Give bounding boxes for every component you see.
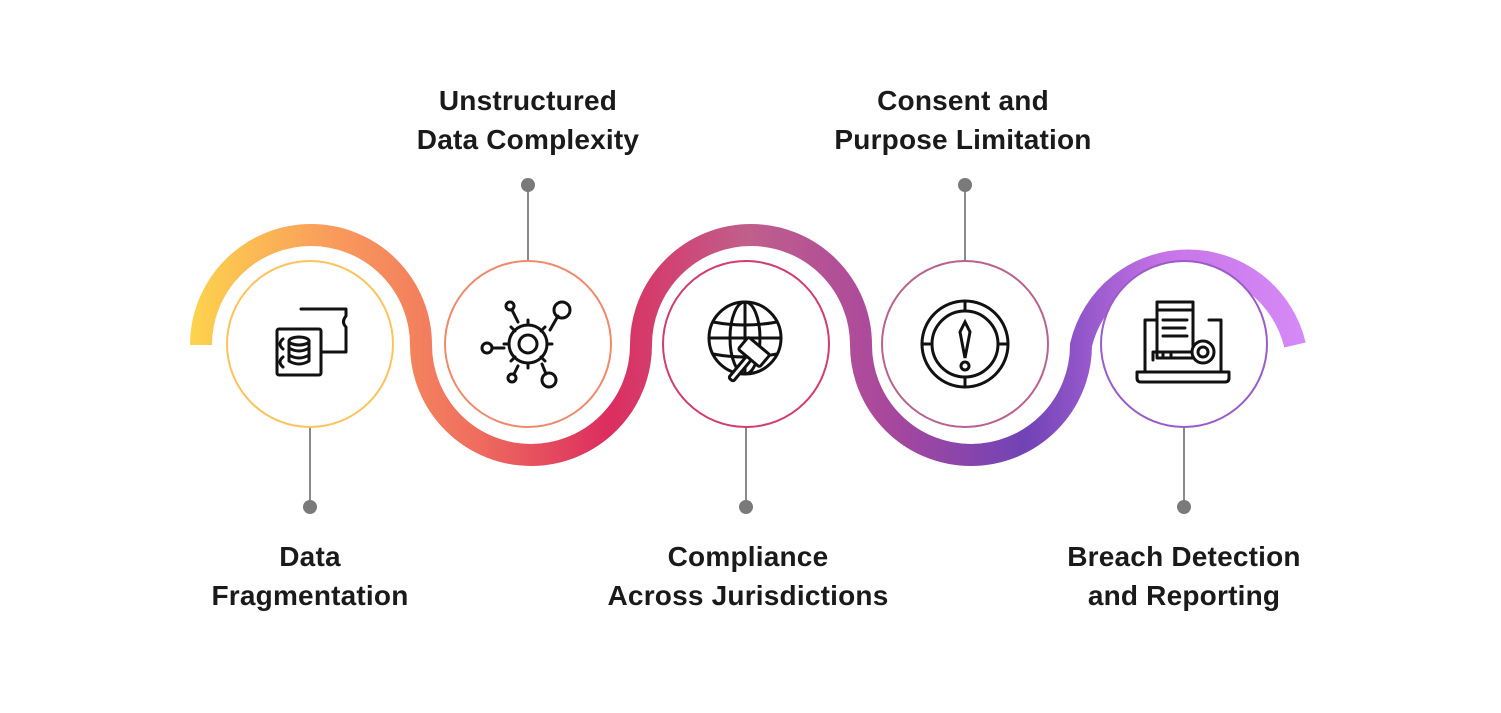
connector-dot-breach-detection-and-reporting (1177, 500, 1191, 514)
globe-gavel-icon (707, 300, 783, 383)
connector-dot-compliance-across-jurisdictions (739, 500, 753, 514)
connector-dot-consent-and-purpose-limitation (958, 178, 972, 192)
step-circle-consent-and-purpose-limitation (881, 260, 1049, 428)
step-circle-unstructured-data-complexity (444, 260, 612, 428)
alert-compass-icon (920, 299, 1010, 389)
wave-ribbon (190, 224, 1306, 466)
connector-dot-unstructured-data-complexity (521, 178, 535, 192)
laptop-key-icon (1135, 300, 1231, 384)
network-gear-icon (480, 300, 572, 389)
connector-dot-data-fragmentation (303, 500, 317, 514)
database-fragment-icon (275, 307, 348, 377)
